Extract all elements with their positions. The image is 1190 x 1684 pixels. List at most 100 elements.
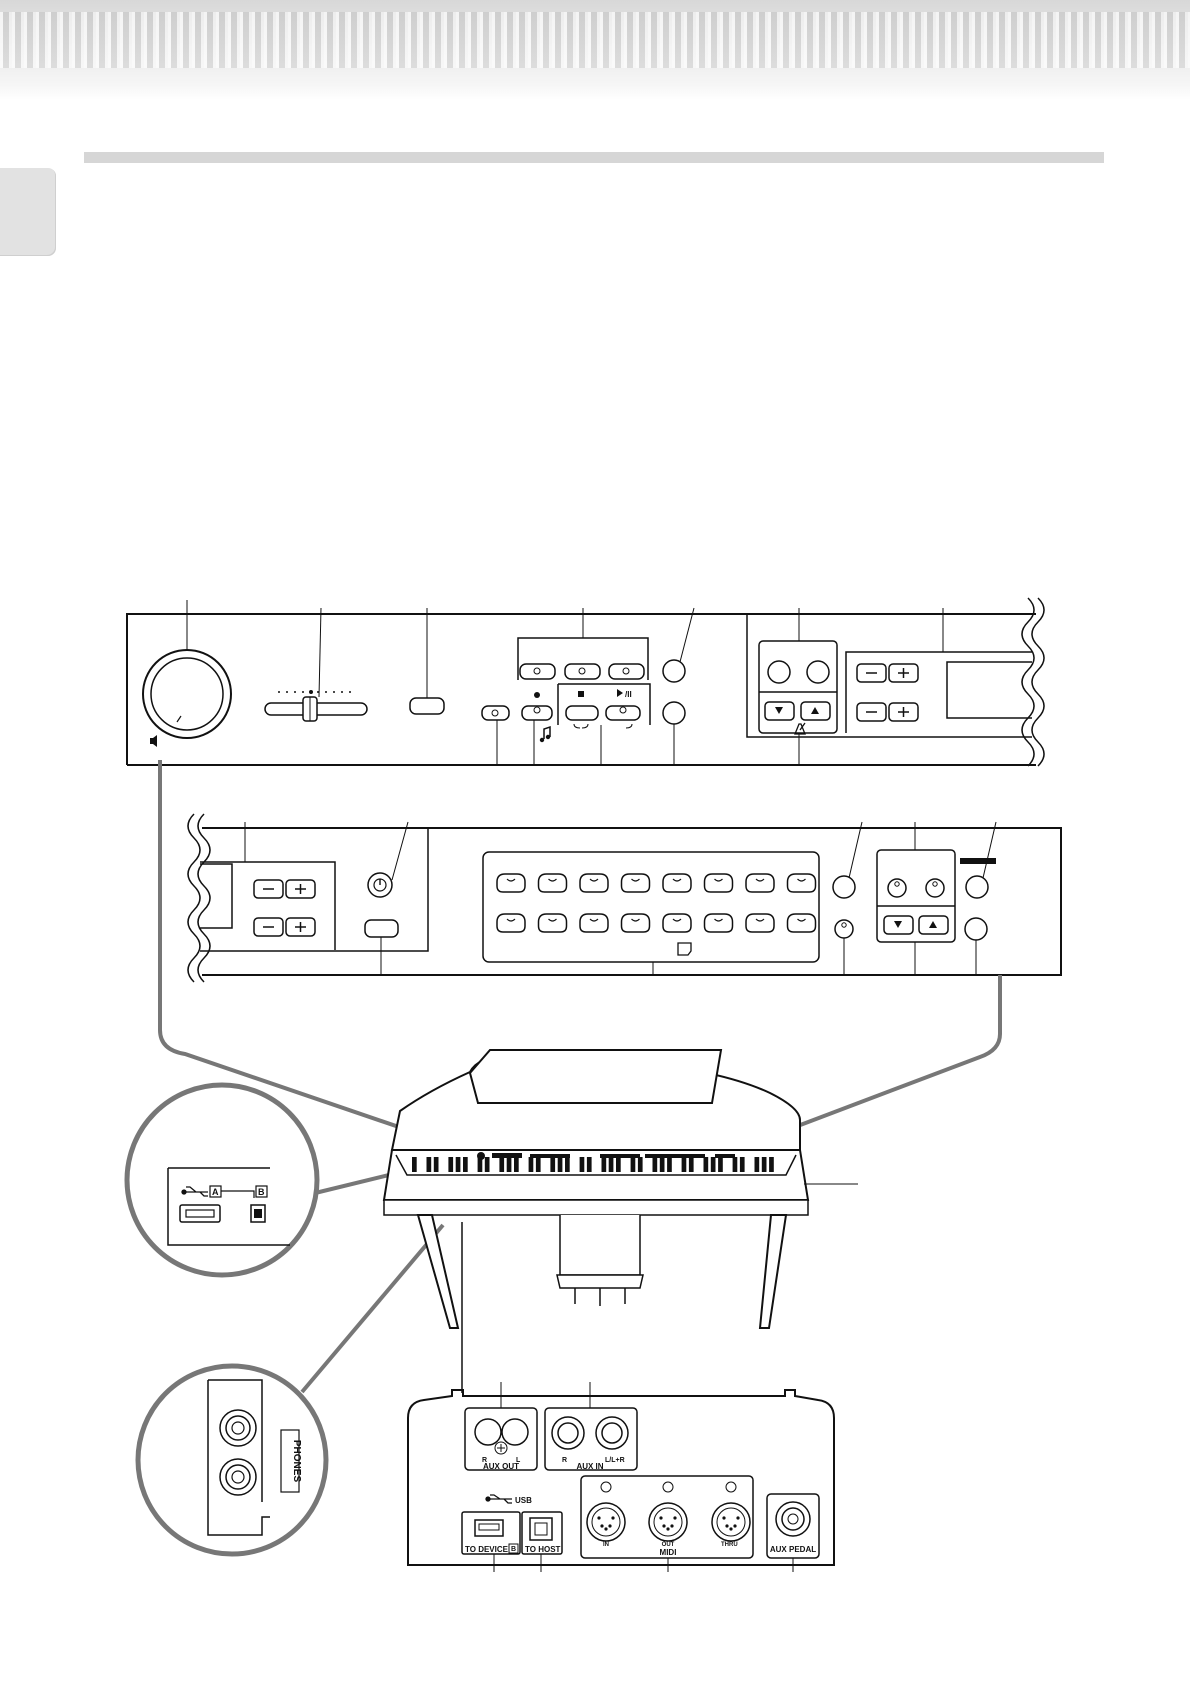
aux-in-l-jack[interactable] <box>595 1416 629 1450</box>
voice-button[interactable] <box>662 913 692 933</box>
black-key <box>586 1157 592 1172</box>
tempo-down-button[interactable] <box>764 701 795 721</box>
variation-button[interactable] <box>832 875 856 899</box>
function-button[interactable] <box>662 659 686 683</box>
usb-callout: A B <box>124 1082 320 1278</box>
voice-button-group <box>482 851 820 963</box>
effect-button[interactable] <box>925 878 945 898</box>
aux-in-r-label: R <box>562 1457 567 1464</box>
aux-out-l-jack[interactable] <box>501 1418 529 1446</box>
layer-minus-button[interactable] <box>253 879 284 899</box>
aux-in-r-jack[interactable] <box>551 1416 585 1450</box>
page-icon <box>677 942 692 956</box>
voice-button[interactable] <box>579 913 609 933</box>
leader-line-phones <box>300 1223 445 1394</box>
demo-button[interactable] <box>409 697 445 715</box>
layer-plus-button[interactable] <box>285 879 316 899</box>
black-key <box>754 1157 760 1172</box>
piano-room-button[interactable] <box>364 919 399 938</box>
master-volume-dial[interactable] <box>142 649 232 739</box>
piano-keyboard <box>412 1157 774 1172</box>
usb-port-b-small[interactable] <box>250 1204 266 1223</box>
voice-button[interactable] <box>496 913 526 933</box>
voice-button[interactable] <box>745 873 775 893</box>
value-minus-button[interactable] <box>856 702 887 722</box>
voice-button[interactable] <box>786 873 817 893</box>
midi-thru-label: THRU <box>721 1542 738 1548</box>
function-button-lower[interactable] <box>662 701 686 725</box>
file-button[interactable] <box>964 917 988 941</box>
transpose-down-button[interactable] <box>883 915 914 935</box>
black-key <box>426 1157 432 1172</box>
midi-in-port[interactable] <box>586 1481 626 1542</box>
voice-button[interactable] <box>496 873 526 893</box>
metronome-button[interactable] <box>767 660 791 684</box>
black-key <box>565 1157 570 1172</box>
song-preset-button[interactable] <box>564 663 601 680</box>
play-pause-button[interactable]: /II <box>605 689 641 721</box>
voice-button[interactable] <box>745 913 775 933</box>
black-key <box>557 1157 563 1172</box>
leader-lines <box>493 1183 858 1572</box>
music-note-icon <box>539 725 551 743</box>
aux-out-r-jack[interactable] <box>474 1418 502 1446</box>
song-preset-button[interactable] <box>519 663 556 680</box>
usb-to-device-port[interactable]: TO DEVICE B <box>461 1511 521 1555</box>
to-host-label: TO HOST <box>525 1545 561 1554</box>
black-key <box>506 1157 512 1172</box>
voice-button[interactable] <box>620 913 651 933</box>
black-key <box>528 1157 534 1172</box>
midi-out-port[interactable] <box>648 1481 688 1542</box>
black-key <box>433 1157 439 1172</box>
voice-button[interactable] <box>537 913 568 933</box>
split-plus-button[interactable] <box>285 917 316 937</box>
voice-button[interactable] <box>620 873 651 893</box>
voice-button[interactable] <box>786 913 817 933</box>
black-key <box>710 1157 716 1172</box>
voice-minus-button[interactable] <box>856 663 887 683</box>
midi-group: IN OUT THRU MIDI <box>580 1475 754 1559</box>
header-stripe-pattern <box>0 12 1190 68</box>
transpose-up-button[interactable] <box>918 915 949 935</box>
aux-pedal-jack[interactable] <box>775 1501 811 1537</box>
brilliance-slider[interactable] <box>264 690 368 722</box>
leader-line-right <box>712 975 1002 1160</box>
black-key <box>703 1157 709 1172</box>
phones-jack-lower[interactable] <box>219 1458 257 1496</box>
voice-button[interactable] <box>662 873 692 893</box>
black-key <box>499 1157 505 1172</box>
classic-button[interactable] <box>965 875 989 899</box>
reverb-button[interactable] <box>887 878 907 898</box>
black-key <box>637 1157 643 1172</box>
voice-button[interactable] <box>537 873 568 893</box>
usb-symbol-icon <box>181 1186 208 1197</box>
black-key <box>761 1157 767 1172</box>
tempo-up-button[interactable] <box>800 701 831 721</box>
tempo-button[interactable] <box>806 660 830 684</box>
svg-text:/II: /II <box>625 690 632 699</box>
aux-pedal-label: AUX PEDAL <box>770 1545 816 1554</box>
voice-button[interactable] <box>703 913 734 933</box>
black-key <box>718 1157 723 1172</box>
stop-button[interactable] <box>565 691 599 721</box>
voice-plus-button[interactable] <box>888 663 919 683</box>
leader-line-left <box>158 760 482 1157</box>
black-key <box>463 1157 468 1172</box>
voice-button[interactable] <box>703 873 734 893</box>
song-preset-button[interactable] <box>608 663 645 680</box>
label-strip <box>960 858 996 864</box>
song-select-button[interactable] <box>481 705 510 721</box>
aux-in-group: R L/L+R AUX IN <box>544 1407 638 1471</box>
phones-jack-upper[interactable] <box>219 1409 257 1447</box>
usb-port-a[interactable] <box>179 1204 221 1223</box>
usb-to-host-port[interactable]: TO HOST <box>521 1511 563 1555</box>
record-button[interactable] <box>521 692 553 721</box>
digital-piano <box>382 1049 810 1329</box>
power-icon[interactable] <box>367 872 393 898</box>
value-plus-button[interactable] <box>888 702 919 722</box>
midi-thru-port[interactable] <box>711 1481 751 1542</box>
song-preset-group <box>517 637 649 680</box>
split-minus-button[interactable] <box>253 917 284 937</box>
black-key <box>739 1157 745 1172</box>
voice-button[interactable] <box>579 873 609 893</box>
